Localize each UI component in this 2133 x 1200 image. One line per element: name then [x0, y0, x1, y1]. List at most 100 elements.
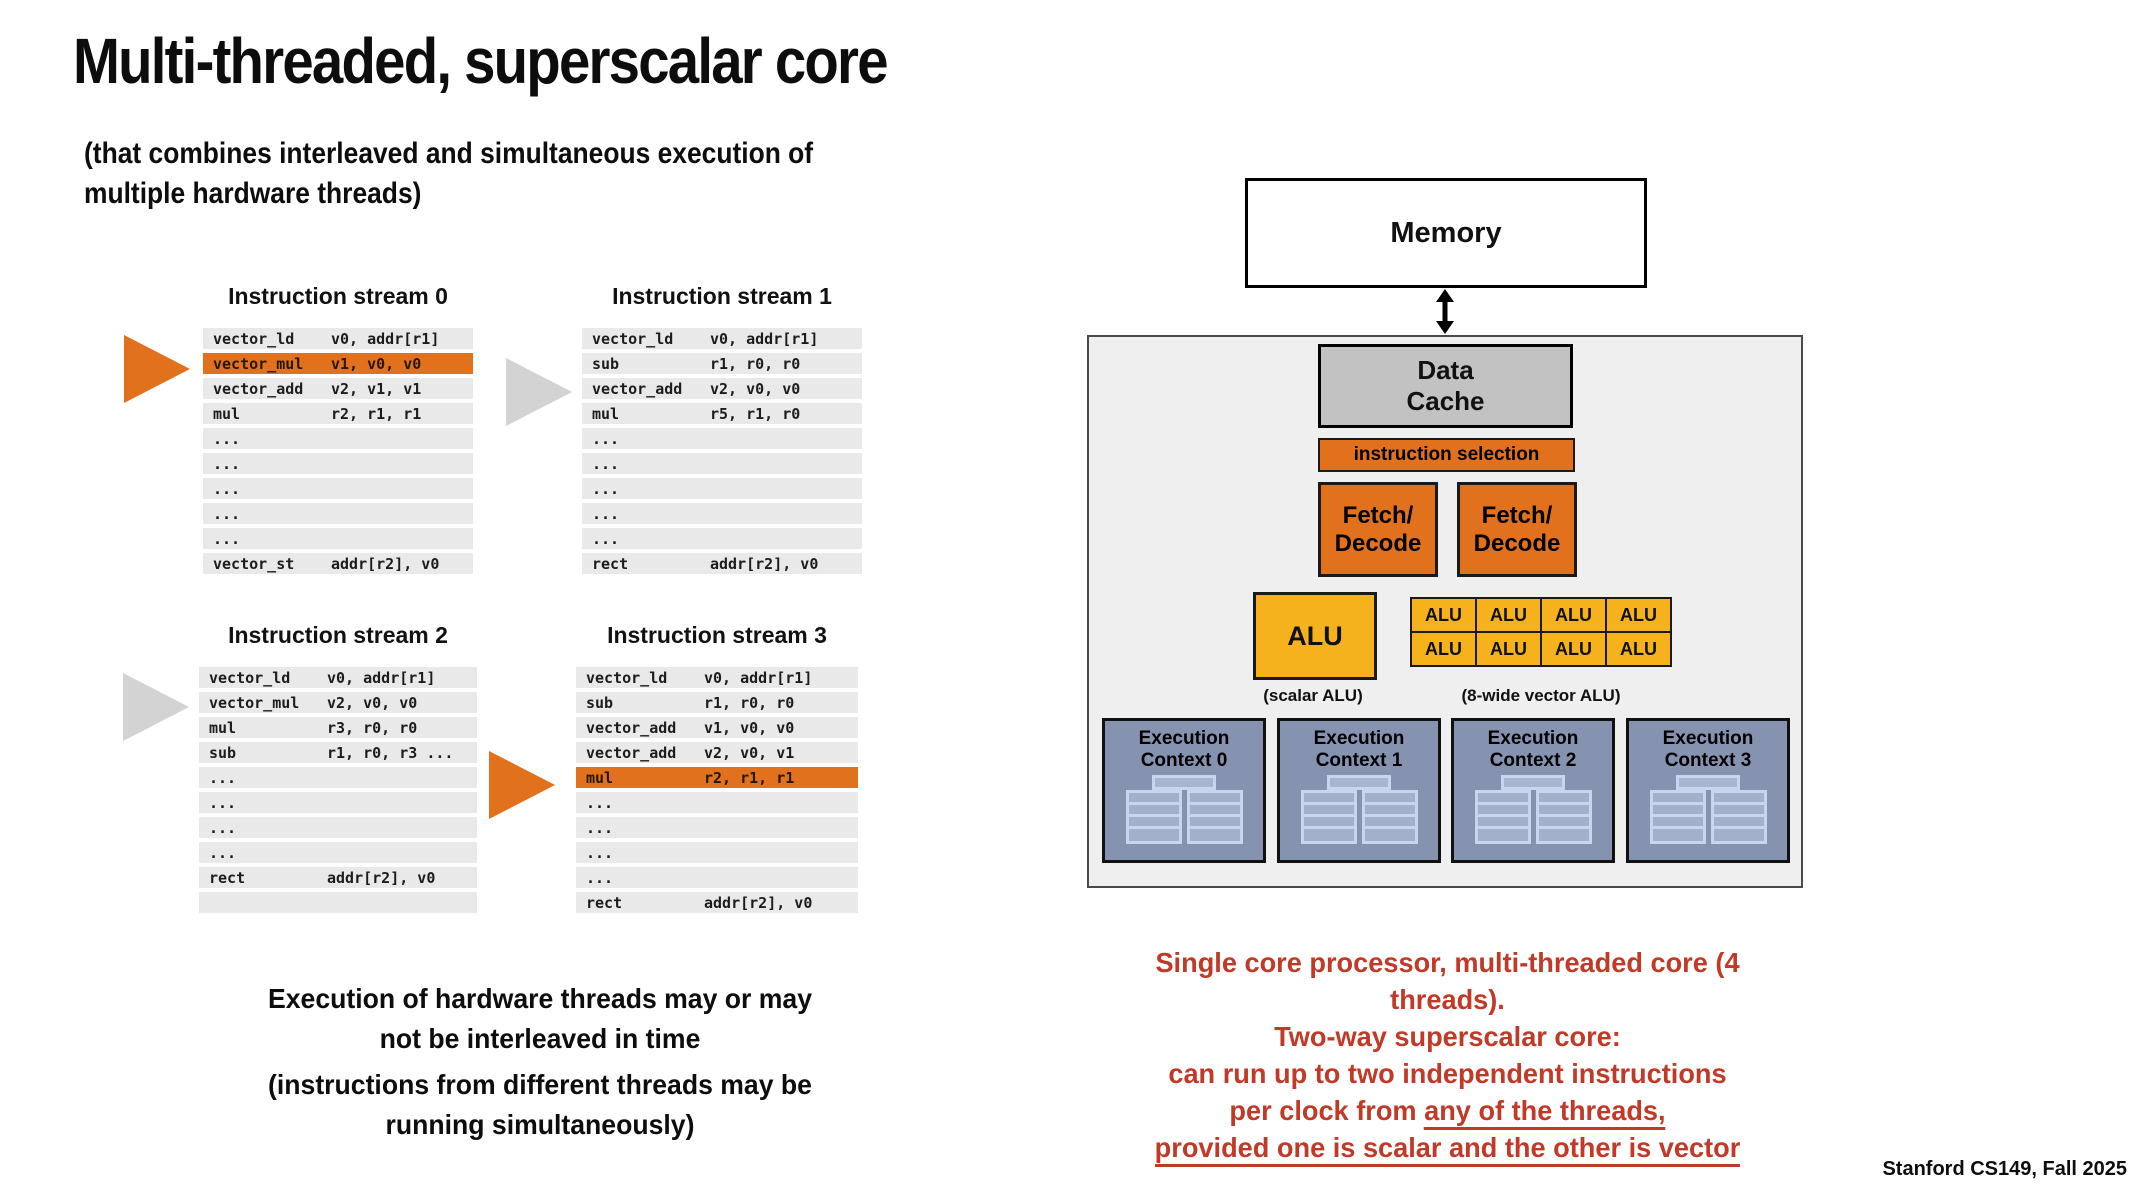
instruction-operands: r1, r0, r3 ...	[327, 743, 454, 762]
instruction-operands: r5, r1, r0	[710, 404, 801, 423]
register-block	[1327, 775, 1391, 790]
note-line: provided one is scalar and the other is …	[1096, 1129, 1799, 1167]
instruction-operands: r1, r0, r0	[710, 354, 801, 373]
register-cell	[1652, 793, 1703, 805]
scalar-alu-caption: (scalar ALU)	[1263, 686, 1363, 705]
instruction-operands: r2, r1, r1	[331, 404, 422, 423]
register-cell	[1190, 829, 1240, 841]
execution-context-0: Execution Context 0	[1102, 718, 1266, 863]
instruction-row: ...	[582, 428, 862, 449]
fetch-decode-box-1: Fetch/ Decode	[1457, 482, 1577, 577]
instruction-row: ...	[203, 428, 473, 449]
stream-3-pointer-arrow-icon	[489, 751, 555, 819]
stream-title: Instruction stream 3	[607, 622, 827, 648]
instruction-mnemonic: ...	[592, 529, 620, 548]
instruction-mnemonic: ...	[586, 843, 614, 862]
instruction-mnemonic: sub	[209, 743, 237, 762]
instruction-mnemonic: vector_add	[592, 379, 683, 398]
instruction-mnemonic: ...	[209, 793, 237, 812]
instruction-mnemonic: vector_add	[586, 743, 677, 762]
instruction-row: ...	[199, 767, 477, 788]
note-line: running simultaneously)	[385, 1109, 695, 1140]
ec-label-line: Execution	[1313, 728, 1405, 749]
instruction-row: sub r1, r0, r3 ...	[199, 742, 477, 763]
vector-alu-cell: ALU	[1412, 599, 1475, 631]
instruction-mnemonic: vector_add	[213, 379, 304, 398]
vector-alu-caption: (8-wide vector ALU)	[1461, 686, 1621, 705]
instruction-mnemonic: ...	[592, 504, 620, 523]
execution-context-label: Execution Context 3	[1629, 721, 1787, 772]
instruction-mnemonic: sub	[586, 693, 614, 712]
register-cell	[1128, 793, 1179, 805]
scalar-alu-box: ALU	[1253, 592, 1377, 680]
instruction-operands: addr[r2], v0	[710, 554, 819, 573]
ec-label-line: Context 0	[1140, 750, 1228, 771]
instruction-mnemonic: vector_ld	[213, 329, 295, 348]
instruction-operands: r3, r0, r0	[327, 718, 418, 737]
instruction-row: sub r1, r0, r0	[576, 692, 858, 713]
instruction-mnemonic: vector_mul	[213, 354, 304, 373]
instruction-mnemonic: ...	[592, 429, 620, 448]
stream-0-pointer-arrow-icon	[124, 335, 190, 403]
register-column	[1300, 790, 1357, 844]
fetch-decode-label-line: Fetch/	[1342, 501, 1414, 529]
instruction-mnemonic: mul	[586, 768, 614, 787]
instruction-mnemonic: vector_ld	[586, 668, 668, 687]
stream-title: Instruction stream 2	[228, 622, 448, 648]
instruction-operands: addr[r2], v0	[327, 868, 436, 887]
instruction-operands: r1, r0, r0	[704, 693, 795, 712]
execution-context-1: Execution Context 1	[1277, 718, 1441, 863]
slide-credit: Stanford CS149, Fall 2025	[1882, 1158, 2127, 1180]
register-columns	[1300, 790, 1418, 844]
instruction-row: ...	[582, 478, 862, 499]
instruction-mnemonic: ...	[213, 429, 241, 448]
instruction-mnemonic: ...	[586, 818, 614, 837]
superscalar-note: Single core processor, multi-threaded co…	[1096, 944, 1799, 1167]
page-subtitle: (that combines interleaved and simultane…	[84, 134, 813, 214]
register-cell	[1477, 817, 1528, 829]
ec-label-line: Context 2	[1489, 750, 1577, 771]
note-text: can run up to two independent instructio…	[1168, 1058, 1727, 1089]
fetch-decode-label-line: Decode	[1473, 529, 1561, 557]
execution-context-label: Execution Context 1	[1280, 721, 1438, 772]
instruction-row: ...	[582, 503, 862, 524]
stream-2-pointer-arrow-icon	[123, 673, 189, 741]
register-cell	[1365, 829, 1415, 841]
register-block	[1676, 775, 1740, 790]
instruction-mnemonic: ...	[586, 868, 614, 887]
instruction-operands: v1, v0, v0	[331, 354, 422, 373]
register-cell	[1128, 817, 1179, 829]
note-line: not be interleaved in time	[379, 1023, 701, 1054]
data-cache-label-line: Data	[1417, 355, 1474, 385]
instruction-mnemonic: rect	[586, 893, 623, 912]
register-column	[1710, 790, 1767, 844]
register-file-graphic	[1105, 775, 1263, 844]
ec-label-line: Execution	[1662, 728, 1754, 749]
instruction-operands: v1, v0, v0	[704, 718, 795, 737]
ec-label-line: Context 1	[1315, 750, 1403, 771]
instruction-mnemonic: ...	[586, 793, 614, 812]
instruction-operands: v2, v0, v0	[710, 379, 801, 398]
instruction-row: ...	[199, 817, 477, 838]
instruction-mnemonic: ...	[592, 479, 620, 498]
instruction-row: ...	[203, 478, 473, 499]
register-file-graphic	[1280, 775, 1438, 844]
fetch-decode-label-line: Fetch/	[1481, 501, 1553, 529]
instruction-operands: addr[r2], v0	[331, 554, 440, 573]
instruction-row: ...	[576, 867, 858, 888]
register-column	[1535, 790, 1592, 844]
register-cell	[1538, 805, 1589, 817]
